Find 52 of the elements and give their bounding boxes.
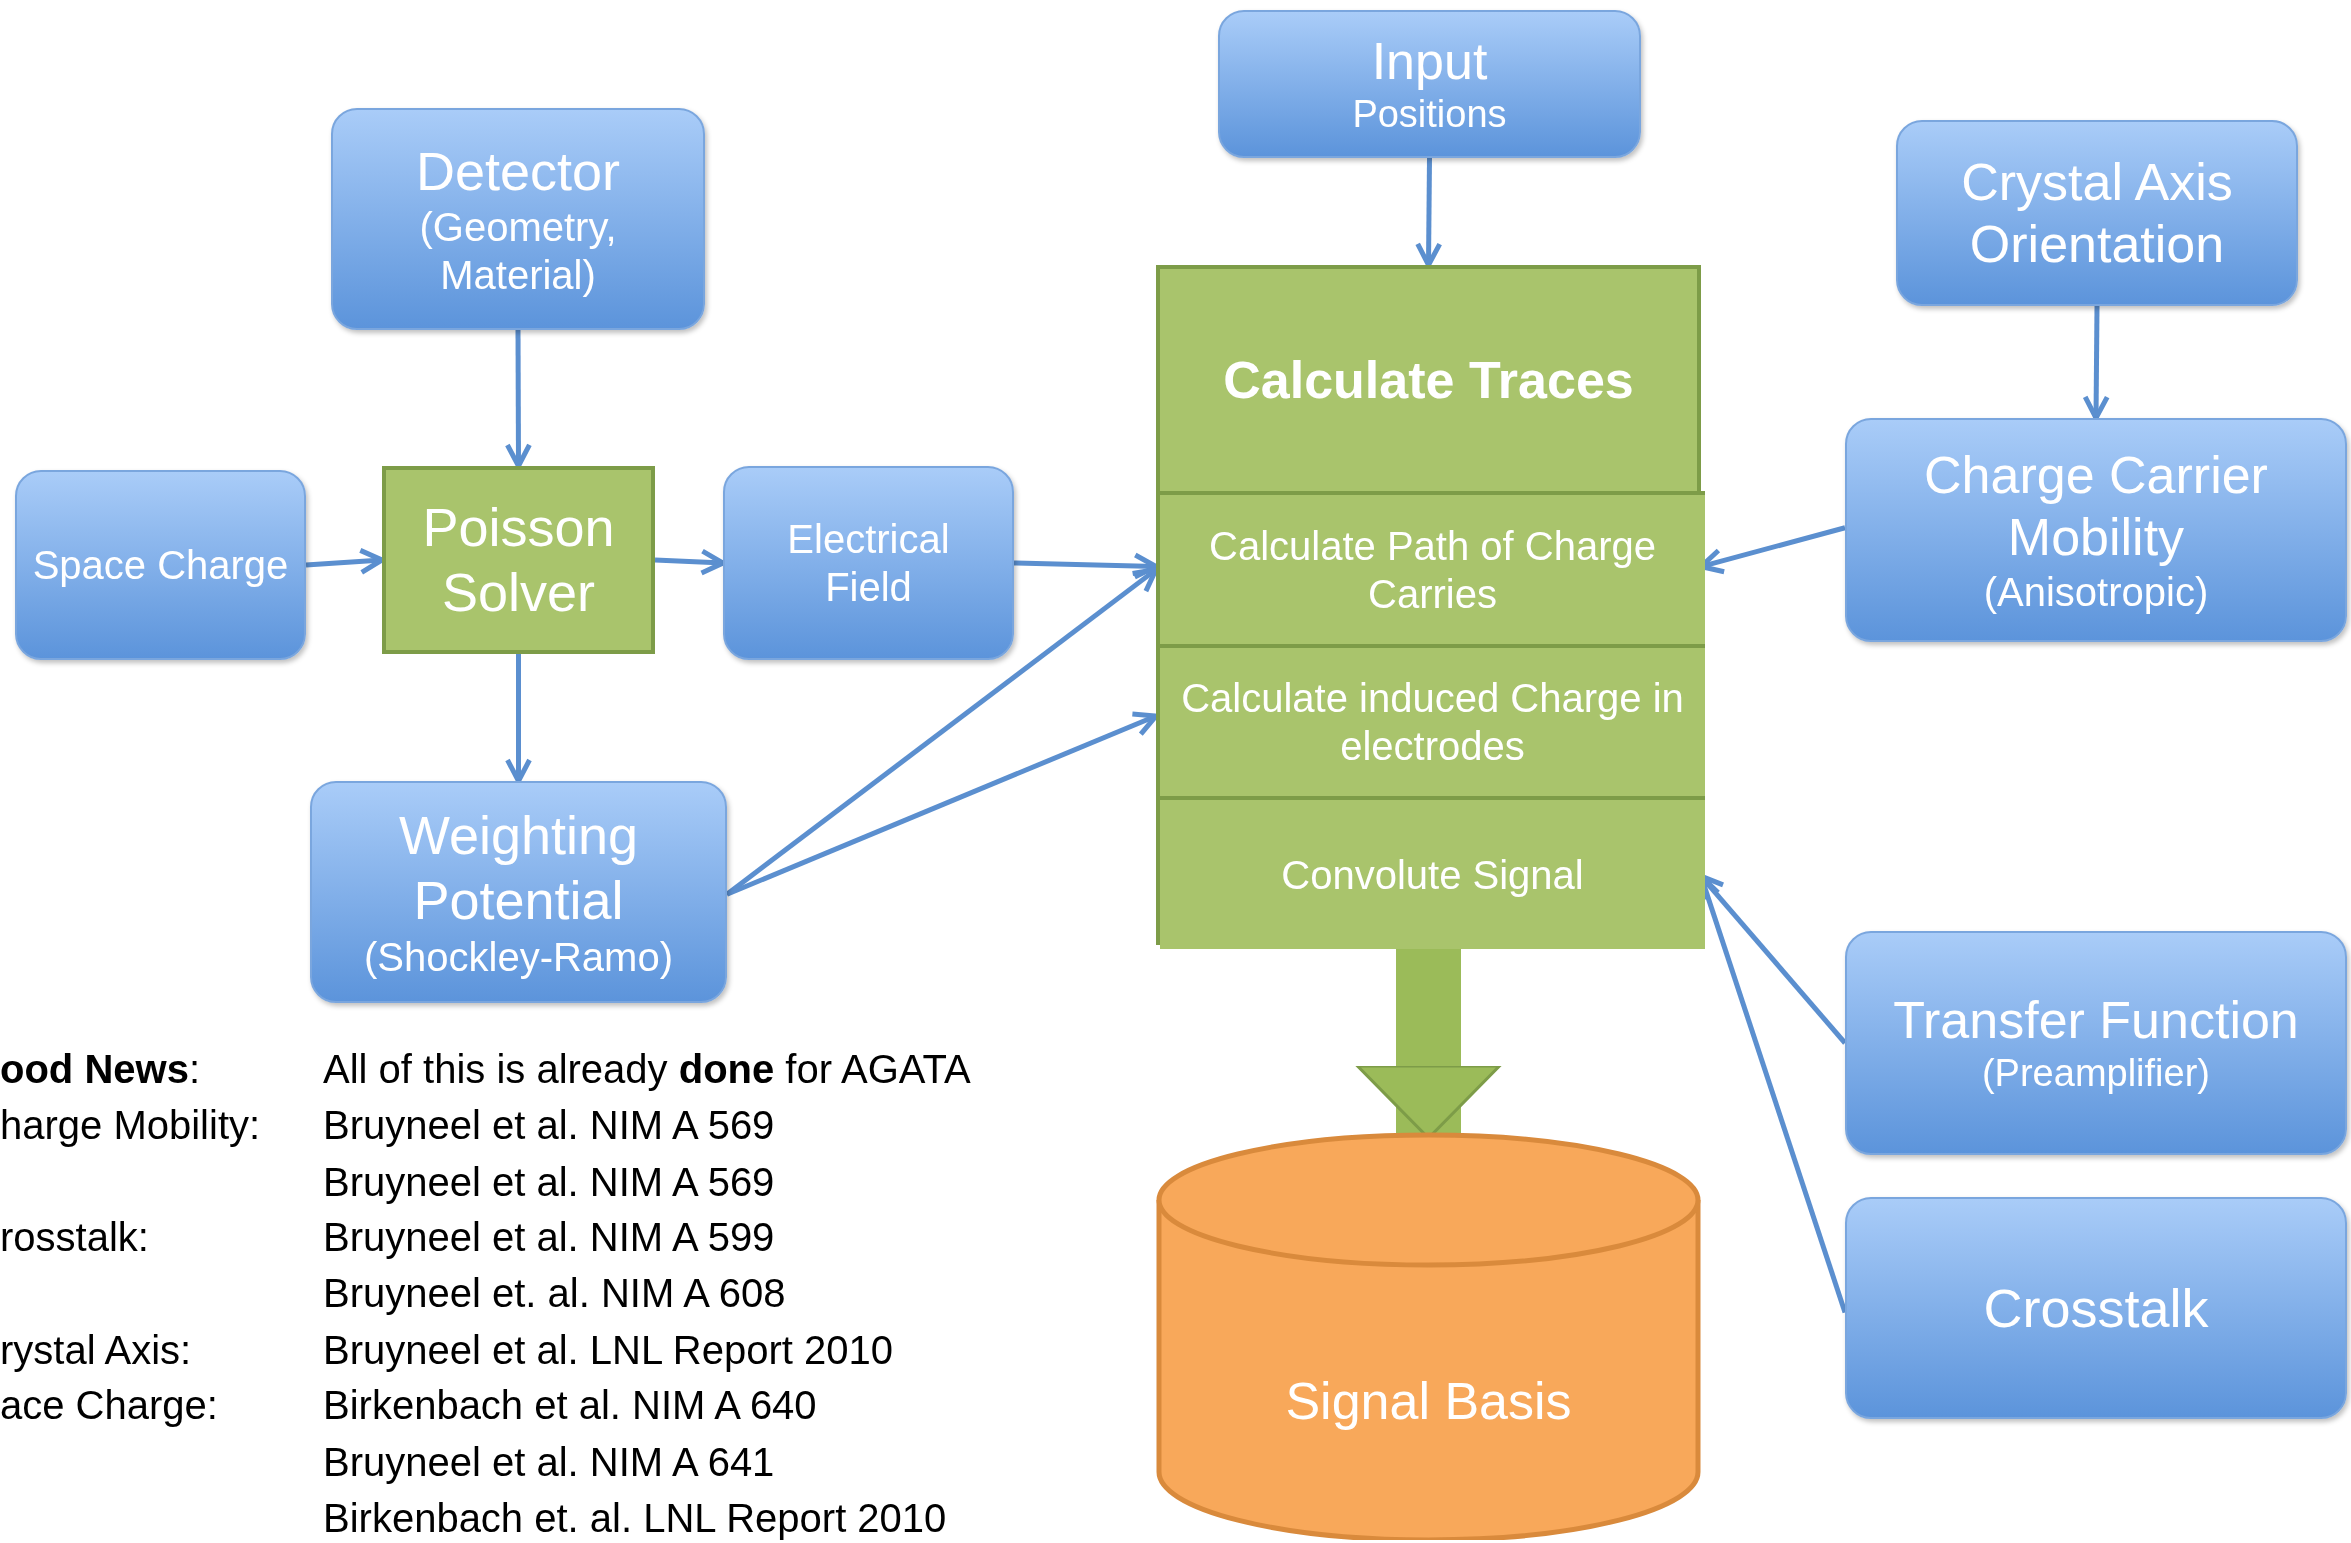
- arrow: [505, 654, 532, 784]
- process-box: [310, 781, 727, 1003]
- box-title: Input: [1371, 31, 1488, 92]
- box-title: Crystal Axis Orientation: [1960, 151, 2234, 275]
- box-title: Calculate Traces: [1222, 350, 1635, 411]
- arrow: [1415, 157, 1443, 268]
- process-box: [723, 466, 1014, 660]
- box-title: Convolute Signal: [1281, 851, 1584, 899]
- process-box: [1845, 1197, 2347, 1419]
- topic-label: rosstalk:: [0, 1214, 149, 1260]
- process-box: [331, 108, 705, 330]
- box-title: Space Charge: [32, 542, 289, 589]
- box-title: Calculate Path of Charge Carries: [1208, 522, 1657, 618]
- box-title: Signal Basis: [1285, 1370, 1572, 1432]
- box-title: Crosstalk: [1983, 1276, 2209, 1340]
- process-box: [1845, 931, 2347, 1155]
- reference-text: All of this is already done for AGATA: [323, 1046, 971, 1092]
- database-cylinder: [1156, 1132, 1701, 1540]
- process-box: [15, 470, 306, 660]
- box-subtitle: (Anisotropic): [1983, 569, 2209, 617]
- box-title: Electrical Field: [786, 516, 951, 611]
- solver-box: [382, 466, 655, 654]
- box-title: Charge Carrier Mobility: [1923, 444, 2269, 568]
- process-step: [1160, 491, 1705, 644]
- topic-label: ace Charge:: [0, 1382, 218, 1428]
- arrow: [2082, 305, 2110, 421]
- process-box: [1896, 120, 2298, 306]
- reference-text: Bruyneel et al. NIM A 569: [323, 1102, 775, 1148]
- reference-text: Bruyneel et. al. NIM A 608: [323, 1270, 786, 1316]
- process-box: [1845, 418, 2347, 642]
- box-subtitle: (Preamplifier): [1981, 1051, 2210, 1097]
- box-title: Transfer Function: [1893, 990, 2299, 1051]
- reference-text: Birkenbach et al. NIM A 640: [323, 1382, 817, 1428]
- topic-label: rystal Axis:: [0, 1327, 192, 1373]
- box-title: Calculate induced Charge in electrodes: [1180, 675, 1685, 770]
- box-subtitle: (Shockley-Ramo): [364, 933, 673, 981]
- reference-text: Bruyneel et al. NIM A 569: [323, 1159, 775, 1205]
- reference-text: Bruyneel et al. NIM A 641: [323, 1439, 775, 1485]
- process-step: [1160, 644, 1705, 796]
- reference-text: Bruyneel et al. NIM A 599: [323, 1214, 775, 1260]
- arrow: [504, 330, 532, 469]
- reference-text: Bruyneel et al. LNL Report 2010: [323, 1327, 893, 1373]
- box-subtitle: Positions: [1352, 92, 1507, 138]
- topic-label: harge Mobility:: [0, 1102, 261, 1148]
- box-title: Weighting Potential: [397, 804, 640, 932]
- box-title: Poisson Solver: [421, 496, 616, 624]
- topic-label: ood News:: [0, 1046, 201, 1092]
- process-step: [1160, 796, 1705, 949]
- reference-text: Birkenbach et. al. LNL Report 2010: [323, 1495, 947, 1541]
- box-subtitle: (Geometry, Material): [418, 204, 618, 300]
- box-title: Detector: [415, 139, 621, 203]
- process-box: [1218, 10, 1641, 158]
